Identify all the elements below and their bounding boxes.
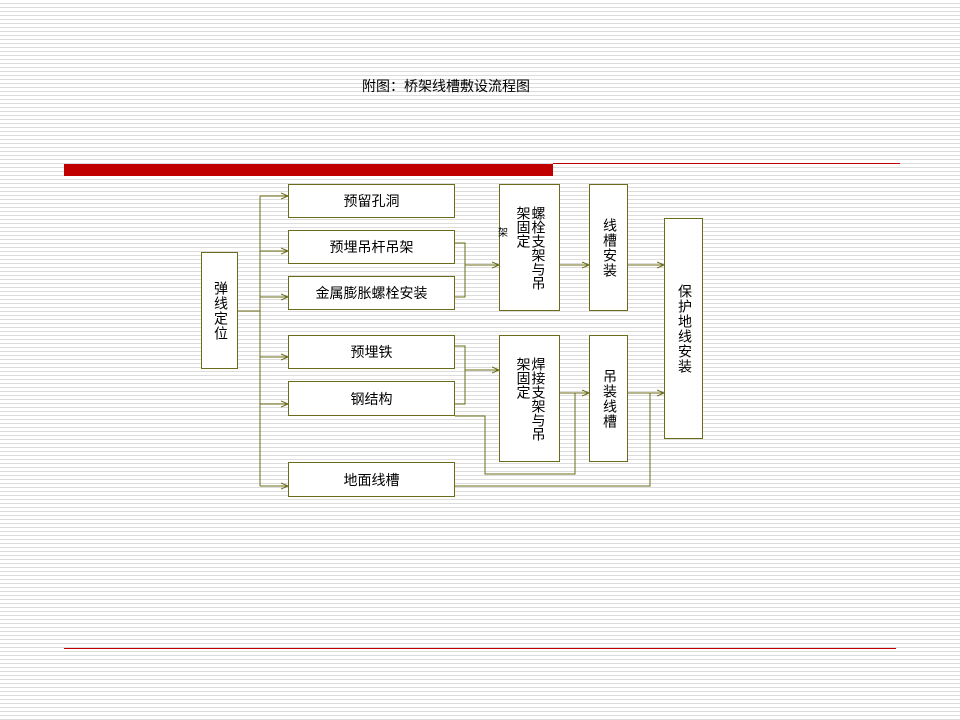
node-reserve-holes-label: 预留孔洞	[343, 194, 400, 210]
node-embedded-iron: 预埋铁	[288, 335, 455, 369]
node-metal-expansion-bolt: 金属膨胀螺栓安装	[288, 276, 455, 310]
node-floor-trough: 地面线槽	[288, 462, 455, 497]
connector-steel-bypass	[455, 393, 576, 475]
node-bolt-support: 螺栓支架与吊架固定	[499, 184, 560, 311]
connector-floor-trough-path	[455, 393, 651, 487]
node-reserve-holes: 预留孔洞	[288, 184, 455, 218]
caption: 附图：桥架线槽敷设流程图	[362, 79, 530, 95]
node-bolt-support-note: 架	[498, 228, 508, 239]
connector-expansion-bolt-merge	[455, 265, 466, 298]
node-weld-support-label: 焊接支架与吊架固定	[514, 356, 546, 441]
node-ground-protection: 保护地线安装	[664, 218, 703, 439]
node-bolt-support-label: 螺栓支架与吊架固定	[514, 205, 546, 290]
node-embedded-iron-label: 预埋铁	[350, 345, 393, 361]
connector-embedded-iron-merge	[455, 345, 466, 370]
node-floor-trough-label: 地面线槽	[343, 472, 400, 489]
node-steel-structure-label: 钢结构	[350, 391, 393, 408]
connector-hanger-rod-merge	[455, 242, 466, 265]
connector-steel-structure-merge	[455, 370, 466, 405]
node-steel-structure: 钢结构	[288, 381, 455, 416]
node-trough-install: 线槽安装	[589, 184, 628, 311]
node-hang-trough: 吊装线槽	[589, 335, 628, 462]
node-embed-hanger-rod: 预埋吊杆吊架	[288, 230, 455, 264]
red-divider-bottom	[64, 648, 896, 649]
node-start: 弹线定位	[201, 252, 238, 369]
red-divider-top	[553, 163, 900, 164]
node-trough-install-label: 线槽安装	[601, 217, 617, 278]
node-metal-expansion-bolt-label: 金属膨胀螺栓安装	[315, 286, 428, 302]
node-ground-protection-label: 保护地线安装	[676, 283, 692, 374]
red-accent-bar	[64, 164, 553, 176]
node-hang-trough-label: 吊装线槽	[601, 368, 617, 429]
node-weld-support: 焊接支架与吊架固定	[499, 335, 560, 462]
node-embed-hanger-rod-label: 预埋吊杆吊架	[329, 240, 414, 256]
node-start-label: 弹线定位	[212, 280, 228, 341]
